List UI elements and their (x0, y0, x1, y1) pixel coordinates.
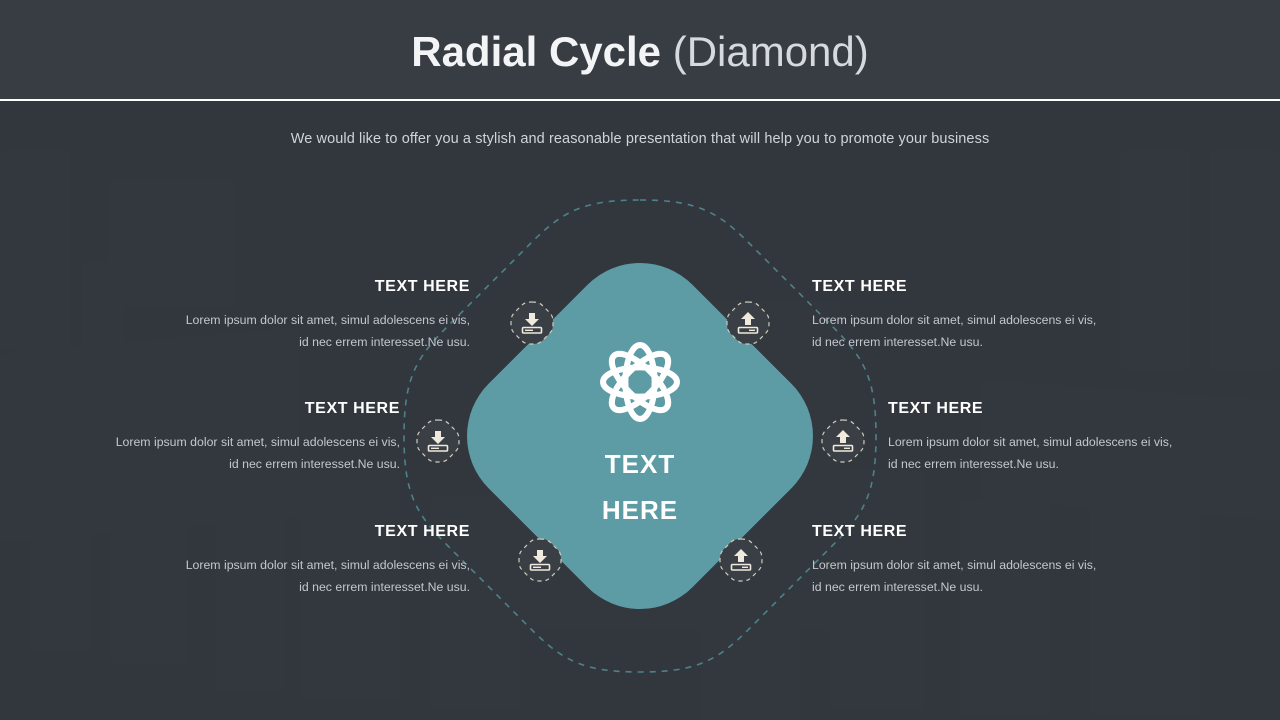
text-block-line1: Lorem ipsum dolor sit amet, simul adoles… (812, 558, 1097, 572)
text-block-line2: id nec errem interesset.Ne usu. (229, 456, 400, 471)
node-badge-bottom-right[interactable] (718, 537, 764, 583)
text-block-line2: id nec errem interesset.Ne usu. (888, 456, 1059, 471)
text-block-line2: id nec errem interesset.Ne usu. (812, 579, 983, 594)
text-block-line1: Lorem ipsum dolor sit amet, simul adoles… (888, 435, 1173, 449)
text-block-line1: Lorem ipsum dolor sit amet, simul adoles… (812, 313, 1097, 327)
page-title-light: (Diamond) (672, 28, 869, 75)
node-badge-bottom-left[interactable] (517, 537, 563, 583)
page-title: Radial Cycle (Diamond) (0, 26, 1280, 78)
page-title-bold: Radial Cycle (411, 28, 662, 75)
download-icon (415, 418, 461, 464)
header-divider (0, 99, 1280, 101)
text-block-heading: TEXT HERE (812, 278, 908, 295)
text-block-top-left: TEXT HERE Lorem ipsum dolor sit amet, si… (170, 278, 470, 353)
center-label-line2: HERE (601, 495, 679, 525)
text-block-top-right: TEXT HERE Lorem ipsum dolor sit amet, si… (812, 278, 1112, 353)
text-block-heading: TEXT HERE (812, 523, 908, 540)
center-content: TEXT HERE (496, 292, 784, 580)
node-badge-middle-right[interactable] (820, 418, 866, 464)
atom-icon (600, 342, 680, 422)
download-icon (517, 537, 563, 583)
center-label-line1: TEXT (604, 449, 676, 479)
text-block-heading: TEXT HERE (888, 400, 984, 417)
slide-header (0, 0, 1280, 100)
download-icon (509, 300, 555, 346)
node-badge-top-right[interactable] (725, 300, 771, 346)
node-badge-top-left[interactable] (509, 300, 555, 346)
text-block-line1: Lorem ipsum dolor sit amet, simul adoles… (185, 313, 470, 327)
text-block-bottom-left: TEXT HERE Lorem ipsum dolor sit amet, si… (170, 523, 470, 598)
text-block-line2: id nec errem interesset.Ne usu. (812, 334, 983, 349)
text-block-middle-left: TEXT HERE Lorem ipsum dolor sit amet, si… (100, 400, 400, 475)
upload-icon (718, 537, 764, 583)
center-label: TEXT HERE (602, 441, 678, 533)
text-block-line2: id nec errem interesset.Ne usu. (299, 579, 470, 594)
upload-icon (820, 418, 866, 464)
text-block-heading: TEXT HERE (374, 278, 470, 295)
node-badge-middle-left[interactable] (415, 418, 461, 464)
text-block-line1: Lorem ipsum dolor sit amet, simul adoles… (115, 435, 400, 449)
text-block-middle-right: TEXT HERE Lorem ipsum dolor sit amet, si… (888, 400, 1188, 475)
text-block-line1: Lorem ipsum dolor sit amet, simul adoles… (185, 558, 470, 572)
text-block-heading: TEXT HERE (304, 400, 400, 417)
upload-icon (725, 300, 771, 346)
text-block-bottom-right: TEXT HERE Lorem ipsum dolor sit amet, si… (812, 523, 1112, 598)
page-subtitle: We would like to offer you a stylish and… (290, 131, 990, 147)
text-block-heading: TEXT HERE (374, 523, 470, 540)
text-block-line2: id nec errem interesset.Ne usu. (299, 334, 470, 349)
